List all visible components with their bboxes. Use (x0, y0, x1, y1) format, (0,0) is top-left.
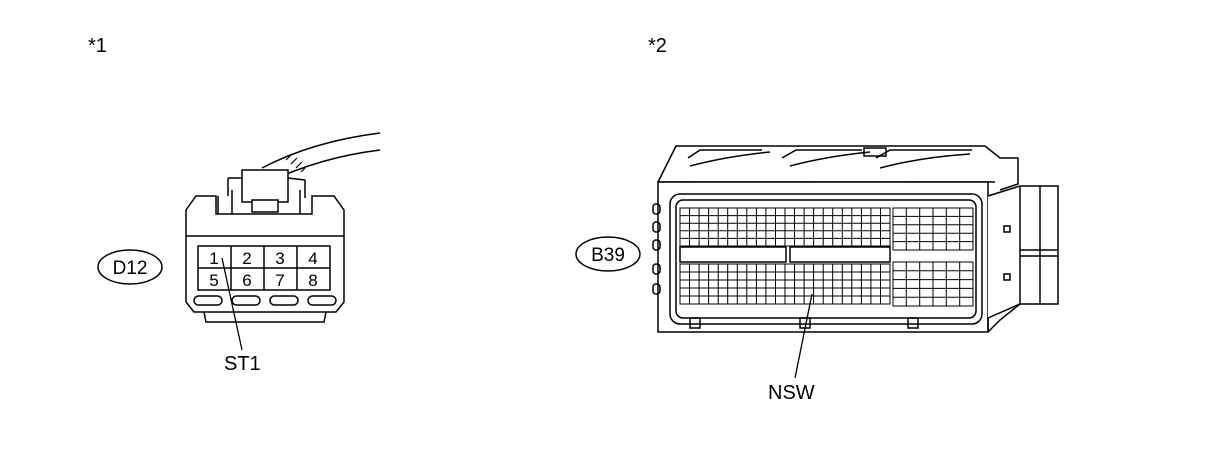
pin-label: 8 (308, 271, 317, 290)
st1-callout-label: ST1 (224, 353, 261, 375)
pin-label: 3 (275, 249, 284, 268)
pin-label: 5 (209, 271, 218, 290)
nsw-callout-label: NSW (768, 382, 815, 404)
connector-b39-code-oval (575, 236, 641, 272)
connector-b39-code: B39 (591, 245, 625, 266)
figure-label-left: *1 (88, 35, 107, 57)
connector-b39-drawing (652, 145, 1059, 333)
connector-b39-pin-grid (679, 207, 974, 307)
pin-label: 4 (308, 249, 317, 268)
pin-label: 7 (275, 271, 284, 290)
pin-label: 2 (242, 249, 251, 268)
nsw-callout-leader (794, 293, 813, 379)
connector-d12-drawing (97, 132, 381, 351)
connector-d12-code: D12 (113, 258, 148, 279)
connector-d12-pin-labels: 1 2 3 4 5 6 7 8 (209, 249, 317, 290)
pin-label: 6 (242, 271, 251, 290)
figure-label-right: *2 (648, 35, 667, 57)
pin-label: 1 (209, 249, 218, 268)
